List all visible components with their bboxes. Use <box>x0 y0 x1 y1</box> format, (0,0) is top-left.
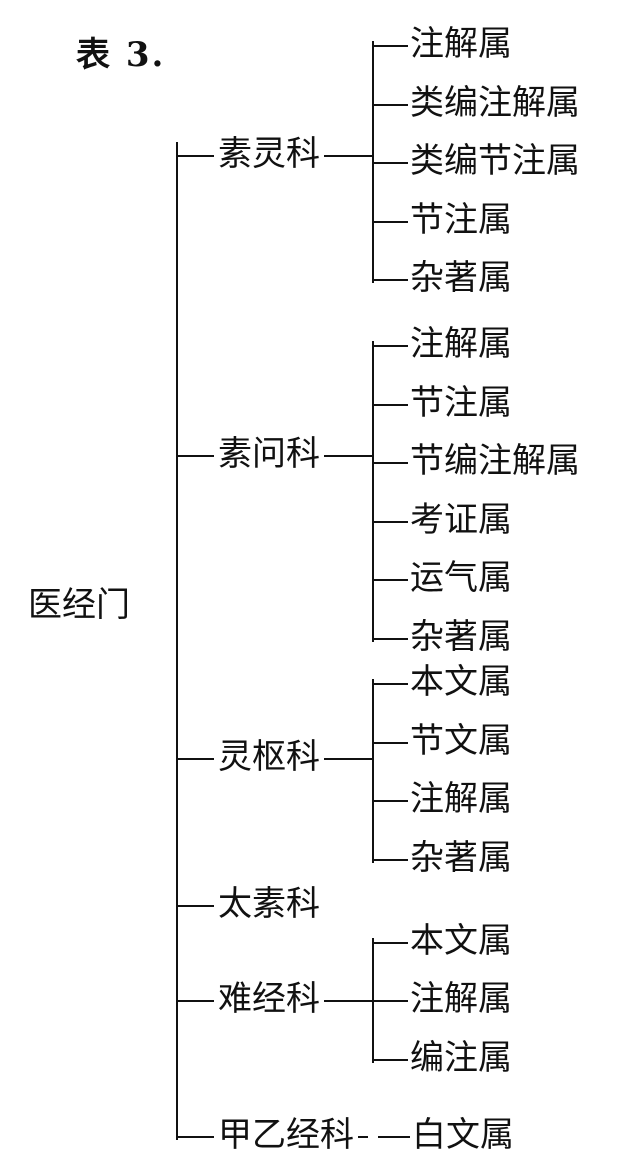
table-title: 表 3. <box>76 35 166 75</box>
child-connector <box>372 403 408 406</box>
child-label: 编注属 <box>410 1037 512 1078</box>
child-connector <box>372 1058 408 1061</box>
child-connector <box>372 279 408 281</box>
category-connector <box>176 455 214 457</box>
main-trunk-line <box>176 142 178 1140</box>
child-label: 类编注解属 <box>410 82 580 123</box>
category-label: 甲乙经科 <box>218 1115 354 1155</box>
category-to-bracket-connector <box>324 758 372 760</box>
child-connector <box>372 858 408 861</box>
bracket-line <box>372 679 374 863</box>
child-label: 注解属 <box>410 324 512 364</box>
child-connector <box>372 741 408 744</box>
child-connector <box>372 800 408 802</box>
child-connector <box>372 162 408 164</box>
child-connector <box>372 683 408 685</box>
category-to-bracket-connector <box>324 455 372 457</box>
child-connector <box>372 103 408 106</box>
bracket-line <box>372 341 374 642</box>
child-connector <box>372 345 408 347</box>
category-connector <box>176 905 214 907</box>
category-connector <box>176 1136 214 1138</box>
category-connector <box>176 1000 214 1002</box>
child-connector <box>372 220 408 223</box>
category-label: 太素科 <box>218 884 320 924</box>
category-to-child-connector <box>358 1136 368 1138</box>
child-label: 节编注解属 <box>410 441 580 481</box>
child-label: 本文属 <box>410 920 512 961</box>
child-label: 本文属 <box>410 662 512 702</box>
child-label: 杂著属 <box>410 837 512 878</box>
category-label: 难经科 <box>218 979 320 1019</box>
child-connector <box>372 520 408 523</box>
child-label: 注解属 <box>410 979 512 1019</box>
child-connector <box>378 1136 410 1138</box>
category-label: 素灵科 <box>218 134 320 174</box>
child-connector <box>372 637 408 640</box>
category-label: 灵枢科 <box>218 737 320 777</box>
child-label: 白文属 <box>412 1115 514 1155</box>
category-to-bracket-connector <box>324 155 372 157</box>
child-label: 考证属 <box>410 499 512 540</box>
category-label: 素问科 <box>218 434 320 474</box>
child-label: 运气属 <box>410 558 512 598</box>
child-label: 类编节注属 <box>410 141 580 181</box>
category-connector <box>176 155 214 157</box>
child-connector <box>372 941 408 944</box>
child-label: 注解属 <box>410 779 512 819</box>
child-label: 杂著属 <box>410 616 512 657</box>
child-label: 节注属 <box>410 199 512 240</box>
category-to-bracket-connector <box>324 1000 372 1002</box>
root-label: 医经门 <box>28 585 130 625</box>
child-label: 节注属 <box>410 382 512 423</box>
child-connector <box>372 45 408 47</box>
child-label: 注解属 <box>410 24 512 64</box>
child-connector <box>372 579 408 581</box>
category-connector <box>176 758 214 760</box>
child-connector <box>372 462 408 464</box>
child-connector <box>372 1000 408 1002</box>
child-label: 节文属 <box>410 720 512 761</box>
child-label: 杂著属 <box>410 258 512 298</box>
